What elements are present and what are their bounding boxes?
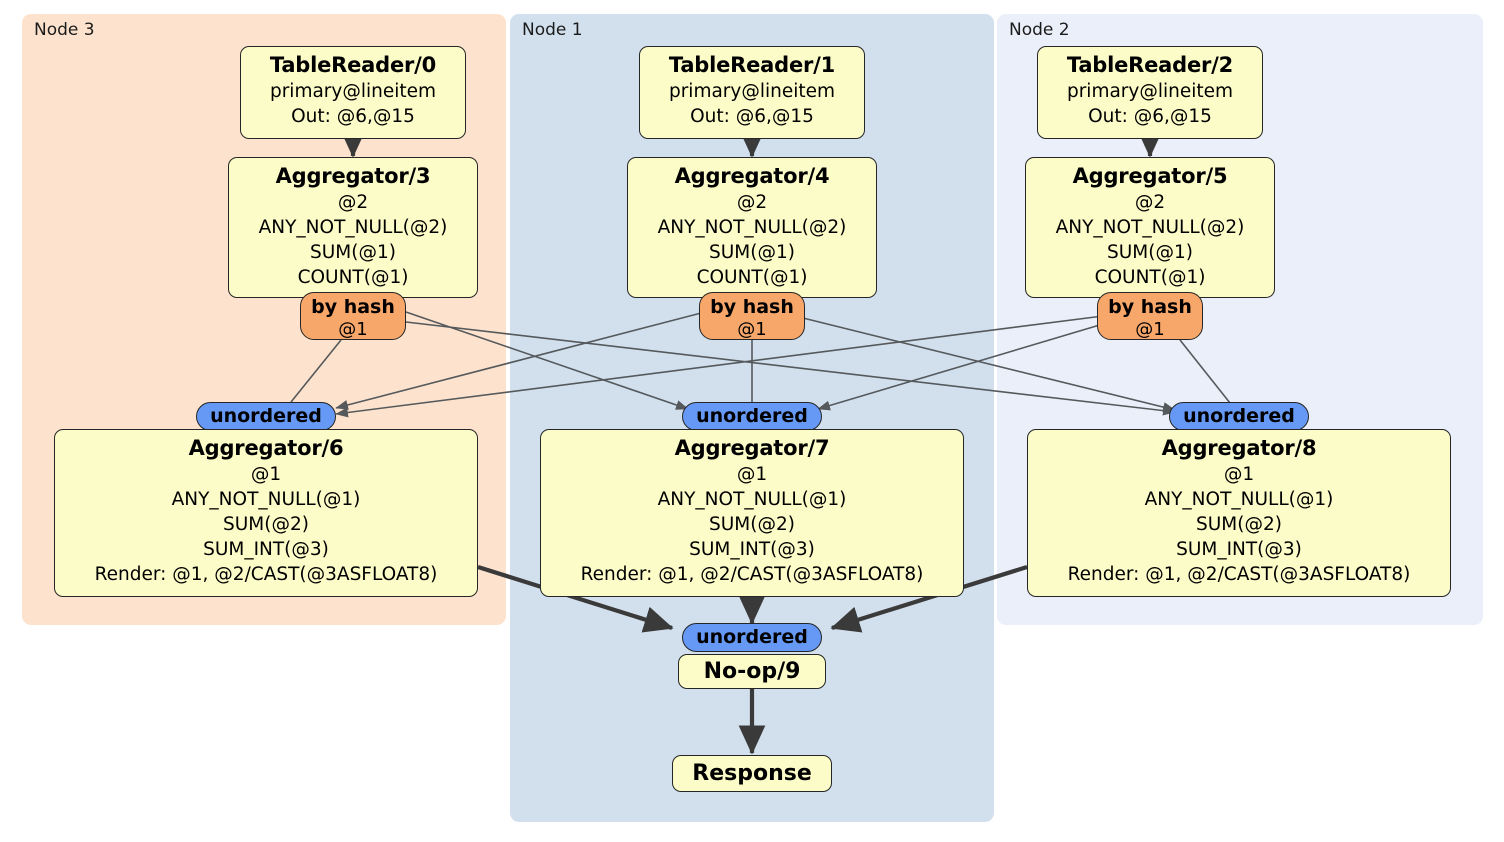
processor-detail: ANY_NOT_NULL(@2) bbox=[657, 217, 847, 238]
processor-detail: Render: @1, @2/CAST(@3ASFLOAT8) bbox=[580, 564, 924, 585]
processor-detail: SUM(@1) bbox=[310, 242, 396, 263]
processor-detail: SUM_INT(@3) bbox=[203, 539, 329, 560]
processor-title: No-op/9 bbox=[703, 659, 801, 684]
processor-detail: Out: @6,@15 bbox=[690, 106, 814, 127]
processor-title: Aggregator/5 bbox=[1072, 164, 1228, 188]
processor-detail: SUM(@1) bbox=[1107, 242, 1193, 263]
processor-title: TableReader/0 bbox=[269, 53, 437, 77]
node-panel-label-node2: Node 2 bbox=[1009, 20, 1070, 40]
processor-detail: primary@lineitem bbox=[668, 81, 836, 102]
router-hash3[interactable]: by hash @1 bbox=[300, 292, 406, 340]
router-label: by hash bbox=[311, 296, 395, 318]
processor-detail: @2 bbox=[736, 192, 768, 213]
processor-detail: Out: @6,@15 bbox=[1088, 106, 1212, 127]
processor-detail: @1 bbox=[250, 464, 282, 485]
processor-detail: @1 bbox=[736, 464, 768, 485]
router-sublabel: @1 bbox=[1135, 319, 1165, 340]
processor-detail: @2 bbox=[1134, 192, 1166, 213]
processor-tablereader0[interactable]: TableReader/0 primary@lineitem Out: @6,@… bbox=[240, 46, 466, 139]
processor-tablereader1[interactable]: TableReader/1 primary@lineitem Out: @6,@… bbox=[639, 46, 865, 139]
processor-detail: ANY_NOT_NULL(@2) bbox=[258, 217, 448, 238]
processor-title: Response bbox=[692, 761, 812, 786]
processor-title: Aggregator/6 bbox=[188, 436, 344, 460]
node-panel-label-node3: Node 3 bbox=[34, 20, 95, 40]
processor-detail: COUNT(@1) bbox=[1094, 267, 1206, 288]
processor-detail: ANY_NOT_NULL(@2) bbox=[1055, 217, 1245, 238]
processor-aggregator4[interactable]: Aggregator/4 @2 ANY_NOT_NULL(@2) SUM(@1)… bbox=[627, 157, 877, 298]
processor-detail: SUM(@1) bbox=[709, 242, 795, 263]
stream-label: unordered bbox=[696, 626, 808, 648]
processor-title: TableReader/1 bbox=[668, 53, 836, 77]
processor-title: Aggregator/8 bbox=[1161, 436, 1317, 460]
processor-title: Aggregator/4 bbox=[674, 164, 830, 188]
router-hash4[interactable]: by hash @1 bbox=[699, 292, 805, 340]
processor-detail: SUM(@2) bbox=[223, 514, 309, 535]
processor-aggregator5[interactable]: Aggregator/5 @2 ANY_NOT_NULL(@2) SUM(@1)… bbox=[1025, 157, 1275, 298]
processor-title: Aggregator/7 bbox=[674, 436, 830, 460]
processor-detail: @1 bbox=[1223, 464, 1255, 485]
processor-detail: COUNT(@1) bbox=[297, 267, 409, 288]
processor-detail: Render: @1, @2/CAST(@3ASFLOAT8) bbox=[94, 564, 438, 585]
router-label: by hash bbox=[1108, 296, 1192, 318]
processor-detail: ANY_NOT_NULL(@1) bbox=[657, 489, 847, 510]
stream-unordered7[interactable]: unordered bbox=[682, 402, 822, 431]
router-hash5[interactable]: by hash @1 bbox=[1097, 292, 1203, 340]
processor-detail: SUM(@2) bbox=[709, 514, 795, 535]
processor-detail: Render: @1, @2/CAST(@3ASFLOAT8) bbox=[1067, 564, 1411, 585]
processor-detail: SUM_INT(@3) bbox=[689, 539, 815, 560]
processor-aggregator3[interactable]: Aggregator/3 @2 ANY_NOT_NULL(@2) SUM(@1)… bbox=[228, 157, 478, 298]
processor-tablereader2[interactable]: TableReader/2 primary@lineitem Out: @6,@… bbox=[1037, 46, 1263, 139]
node-panel-label-node1: Node 1 bbox=[522, 20, 583, 40]
processor-aggregator7[interactable]: Aggregator/7 @1 ANY_NOT_NULL(@1) SUM(@2)… bbox=[540, 429, 964, 597]
processor-noop9[interactable]: No-op/9 bbox=[678, 654, 826, 689]
stream-unordered6[interactable]: unordered bbox=[196, 402, 336, 431]
stream-label: unordered bbox=[696, 405, 808, 427]
processor-detail: primary@lineitem bbox=[1066, 81, 1234, 102]
processor-detail: ANY_NOT_NULL(@1) bbox=[1144, 489, 1334, 510]
stream-label: unordered bbox=[1183, 405, 1295, 427]
router-sublabel: @1 bbox=[737, 319, 767, 340]
processor-detail: COUNT(@1) bbox=[696, 267, 808, 288]
stream-label: unordered bbox=[210, 405, 322, 427]
processor-detail: Out: @6,@15 bbox=[291, 106, 415, 127]
processor-aggregator6[interactable]: Aggregator/6 @1 ANY_NOT_NULL(@1) SUM(@2)… bbox=[54, 429, 478, 597]
processor-aggregator8[interactable]: Aggregator/8 @1 ANY_NOT_NULL(@1) SUM(@2)… bbox=[1027, 429, 1451, 597]
stream-unordered8[interactable]: unordered bbox=[1169, 402, 1309, 431]
processor-detail: ANY_NOT_NULL(@1) bbox=[171, 489, 361, 510]
processor-detail: SUM_INT(@3) bbox=[1176, 539, 1302, 560]
processor-title: Aggregator/3 bbox=[275, 164, 431, 188]
stream-unordered9[interactable]: unordered bbox=[682, 623, 822, 652]
processor-response[interactable]: Response bbox=[672, 755, 832, 792]
router-sublabel: @1 bbox=[338, 319, 368, 340]
processor-title: TableReader/2 bbox=[1066, 53, 1234, 77]
processor-detail: primary@lineitem bbox=[269, 81, 437, 102]
processor-detail: @2 bbox=[337, 192, 369, 213]
processor-detail: SUM(@2) bbox=[1196, 514, 1282, 535]
router-label: by hash bbox=[710, 296, 794, 318]
